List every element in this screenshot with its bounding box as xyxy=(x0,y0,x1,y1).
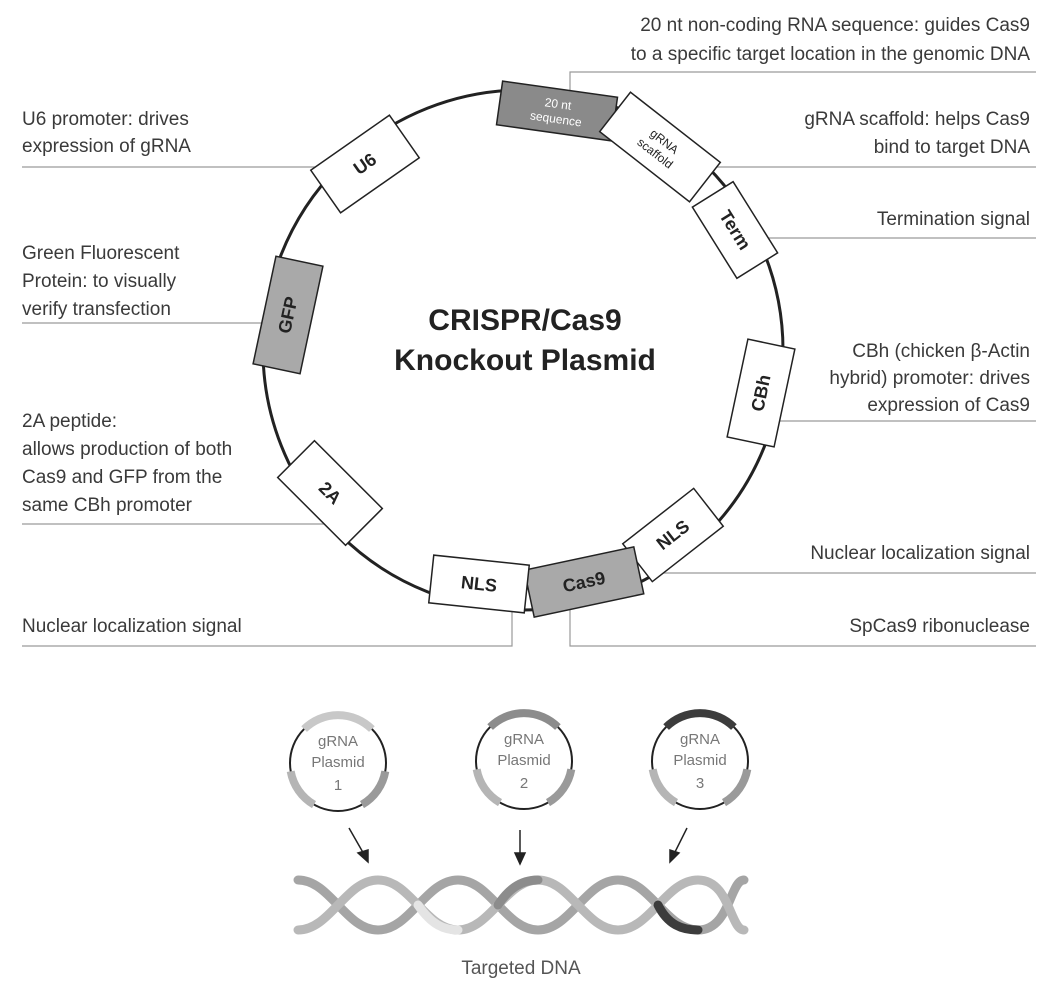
segment-nls-left-label: NLS xyxy=(460,572,498,596)
grna-plasmid-2: gRNA Plasmid 2 xyxy=(472,709,576,810)
grna-plasmid-3-insert-arc xyxy=(663,709,737,731)
segment-grna-scaffold: gRNA scaffold xyxy=(598,91,722,203)
annotation-u6-line1: U6 promoter: drives xyxy=(22,109,189,130)
annotation-nls-right: Nuclear localization signal xyxy=(810,543,1030,564)
annotation-scaffold-line2: bind to target DNA xyxy=(874,137,1031,158)
annotation-gfp-line1: Green Fluorescent xyxy=(22,243,180,264)
grna-plasmid-2-insert-arc xyxy=(487,709,561,731)
annotation-20nt-line2: to a specific target location in the gen… xyxy=(631,44,1031,65)
grna-plasmid-2-num: 2 xyxy=(520,775,528,792)
plasmid-title-line1: CRISPR/Cas9 xyxy=(428,304,621,337)
annotation-cbh-line3: expression of Cas9 xyxy=(867,395,1030,416)
grna-plasmid-3: gRNA Plasmid 3 xyxy=(648,709,752,810)
grna-plasmid-3-num: 3 xyxy=(696,775,704,792)
annotation-2a-line4: same CBh promoter xyxy=(22,495,193,516)
grna-plasmid-3-line1: gRNA xyxy=(680,731,720,748)
dna-caption: Targeted DNA xyxy=(461,958,581,979)
segment-u6: U6 xyxy=(309,114,421,214)
grna-plasmid-1-num: 1 xyxy=(334,777,342,794)
annotation-2a-line1: 2A peptide: xyxy=(22,411,117,432)
grna-plasmid-1-line1: gRNA xyxy=(318,733,358,750)
annotation-gfp-line3: verify transfection xyxy=(22,299,171,320)
grna-plasmid-2-line2: Plasmid xyxy=(497,752,550,769)
grna-plasmid-1-line2: Plasmid xyxy=(311,754,364,771)
segment-term: Term xyxy=(691,180,779,280)
annotation-u6-line2: expression of gRNA xyxy=(22,136,191,157)
annotation-nls-left: Nuclear localization signal xyxy=(22,616,242,637)
dna-target-site-3 xyxy=(653,900,703,935)
grna-plasmid-1-insert-arc xyxy=(301,711,375,733)
dna-helix xyxy=(293,875,749,935)
dna-target-site-2 xyxy=(493,875,543,910)
grna-plasmid-2-line1: gRNA xyxy=(504,731,544,748)
annotation-scaffold-line1: gRNA scaffold: helps Cas9 xyxy=(804,109,1030,130)
annotation-cbh-line2: hybrid) promoter: drives xyxy=(829,368,1030,389)
leader-lines xyxy=(22,71,1036,647)
segment-nls-right: NLS xyxy=(621,487,725,583)
plasmid-title-line2: Knockout Plasmid xyxy=(394,344,656,377)
annotation-cbh-line1: CBh (chicken β-Actin xyxy=(852,341,1030,362)
dna-target-site-1 xyxy=(413,900,463,935)
segment-nls-left: NLS xyxy=(427,554,531,614)
annotation-cas9: SpCas9 ribonuclease xyxy=(849,616,1030,637)
segment-2a: 2A xyxy=(276,439,384,547)
annotation-term: Termination signal xyxy=(877,209,1030,230)
segment-cbh: CBh xyxy=(726,338,796,448)
annotation-2a-line2: allows production of both xyxy=(22,439,232,460)
annotation-2a-line3: Cas9 and GFP from the xyxy=(22,467,222,488)
annotation-gfp-line2: Protein: to visually xyxy=(22,271,177,292)
annotation-20nt-line1: 20 nt non-coding RNA sequence: guides Ca… xyxy=(640,15,1030,36)
targeting-arrows xyxy=(348,827,688,866)
grna-plasmid-1: gRNA Plasmid 1 xyxy=(286,711,390,812)
segment-20nt-line1: 20 nt xyxy=(544,95,573,113)
grna-plasmid-3-line2: Plasmid xyxy=(673,752,726,769)
segment-cas9: Cas9 xyxy=(523,545,645,619)
segment-gfp: GFP xyxy=(252,255,324,375)
